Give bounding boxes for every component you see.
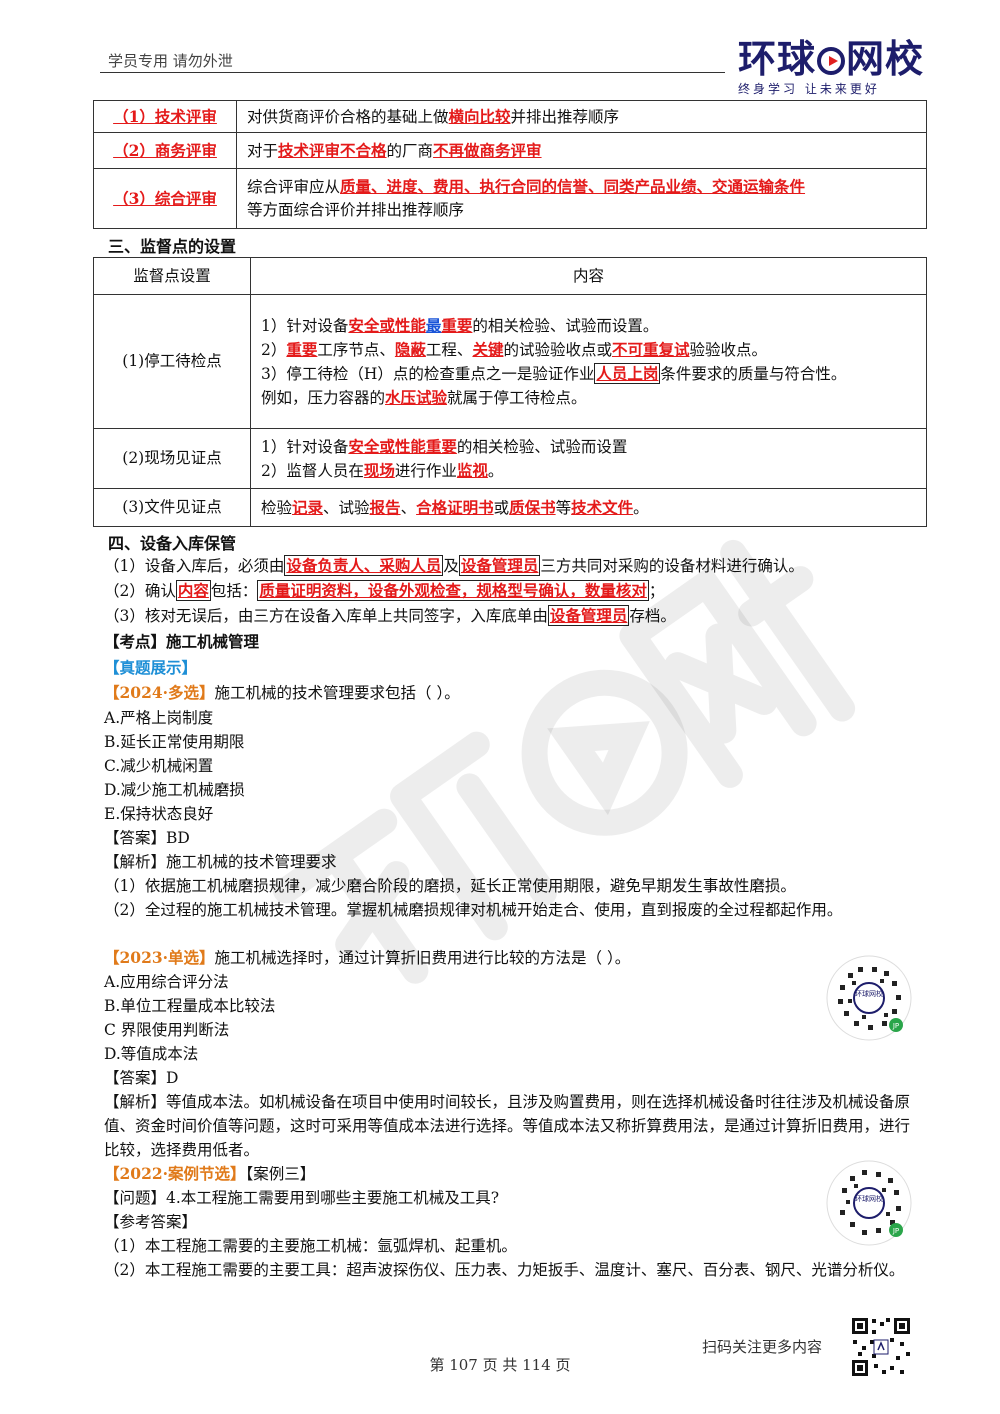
miniprogram-qr-code-2[interactable]: 环球网校 JP	[826, 1160, 912, 1246]
option: C 界限使用判断法	[104, 1021, 230, 1039]
option: B.单位工程量成本比较法	[104, 997, 276, 1015]
miniprogram-qr-code-1[interactable]: 环球网校 JP	[826, 955, 912, 1041]
analysis: 【解析】等值成本法。如机械设备在项目中使用时间较长，且涉及购置费用，则在选择机械…	[104, 1093, 911, 1159]
question: 【问题】4.本工程施工需要用到哪些主要施工机械及工具?	[104, 1189, 500, 1207]
play-icon	[817, 47, 846, 75]
confidential-notice: 学员专用 请勿外泄	[108, 52, 233, 70]
scan-qr-hint: 扫码关注更多内容	[702, 1338, 823, 1356]
analysis-title: 【解析】施工机械的技术管理要求	[104, 853, 337, 871]
table-row: (1)停工待检点 1）针对设备安全或性能最重要的相关检验、试验而设置。 2）重要…	[93, 294, 927, 429]
question-stem: 【2024·多选】施工机械的技术管理要求包括（ ）。	[104, 683, 460, 702]
answer: 【答案】D	[104, 1069, 179, 1087]
question-stem: 【2022·案例节选】【案例三】	[104, 1164, 316, 1183]
logo-slogan: 终身学习 让未来更好	[738, 82, 880, 96]
table-row: (2)现场见证点 1）针对设备安全或性能重要的相关检验、试验而设置 2）监督人员…	[93, 428, 927, 489]
page-number: 第 107 页 共 114 页	[429, 1356, 571, 1374]
question-stem: 【2023·单选】施工机械选择时，通过计算折旧费用进行比较的方法是（ ）。	[104, 948, 631, 967]
answer: 【答案】BD	[104, 829, 190, 847]
reference-answer: （1）本工程施工需要的主要施工机械：氩弧焊机、起重机。	[104, 1237, 517, 1255]
option: D.等值成本法	[104, 1045, 199, 1063]
table-header-row: 监督点设置 内容	[93, 257, 927, 295]
table-row: （3）综合评审 综合评审应从质量、进度、费用、执行合同的信誉、同类产品业绩、交通…	[93, 168, 927, 229]
option: C.减少机械闲置	[104, 757, 214, 775]
option: A.应用综合评分法	[104, 973, 229, 991]
exam-showcase-heading: 【真题展示】	[104, 658, 198, 677]
analysis: （1）依据施工机械磨损规律，减少磨合阶段的磨损，延长正常使用期限，避免早期发生事…	[104, 877, 796, 895]
option: E.保持状态良好	[104, 805, 214, 823]
reference-answer: （2）本工程施工需要的主要工具：超声波探伤仪、压力表、力矩扳手、温度计、塞尺、百…	[104, 1261, 905, 1279]
option: D.减少施工机械磨损	[104, 781, 245, 799]
topic-heading: 【考点】施工机械管理	[104, 633, 260, 651]
option: B.延长正常使用期限	[104, 733, 245, 751]
svg-text:JP: JP	[892, 1022, 899, 1030]
paragraph: （1）设备入库后，必须由设备负责人、采购人员及设备管理员三方共同对采购的设备材料…	[104, 555, 804, 576]
svg-text:环球网校: 环球网校	[855, 1194, 883, 1203]
table-row: （2）商务评审 对于技术评审不合格的厂商不再做商务评审	[93, 132, 927, 169]
header-rule	[100, 72, 725, 73]
supervision-table: 监督点设置 内容 (1)停工待检点 1）针对设备安全或性能最重要的相关检验、试验…	[93, 257, 927, 527]
table-row: （1）技术评审 对供货商评价合格的基础上做横向比较并排出推荐顺序	[93, 100, 927, 133]
option: A.严格上岗制度	[104, 709, 214, 727]
svg-text:环球网校: 环球网校	[855, 989, 883, 998]
follow-qr-code[interactable]	[850, 1316, 912, 1378]
evaluation-table: （1）技术评审 对供货商评价合格的基础上做横向比较并排出推荐顺序 （2）商务评审…	[93, 100, 927, 229]
reference-answer-heading: 【参考答案】	[104, 1213, 198, 1231]
svg-text:JP: JP	[892, 1227, 899, 1235]
brand-logo: 环球网校 终身学习 让未来更好	[738, 37, 925, 96]
paragraph: （2）确认内容包括：质量证明资料，设备外观检查，规格型号确认，数量核对；	[104, 580, 665, 601]
paragraph: （3）核对无误后，由三方在设备入库单上共同签字，入库底单由设备管理员存档。	[104, 605, 676, 626]
section-title: 四、设备入库保管	[108, 534, 237, 553]
table-row: (3)文件见证点 检验记录、试验报告、合格证明书或质保书等技术文件。	[93, 488, 927, 527]
analysis: （2）全过程的施工机械技术管理。掌握机械磨损规律对机械开始走合、使用，直到报废的…	[104, 901, 843, 919]
section-title: 三、监督点的设置	[108, 237, 237, 256]
